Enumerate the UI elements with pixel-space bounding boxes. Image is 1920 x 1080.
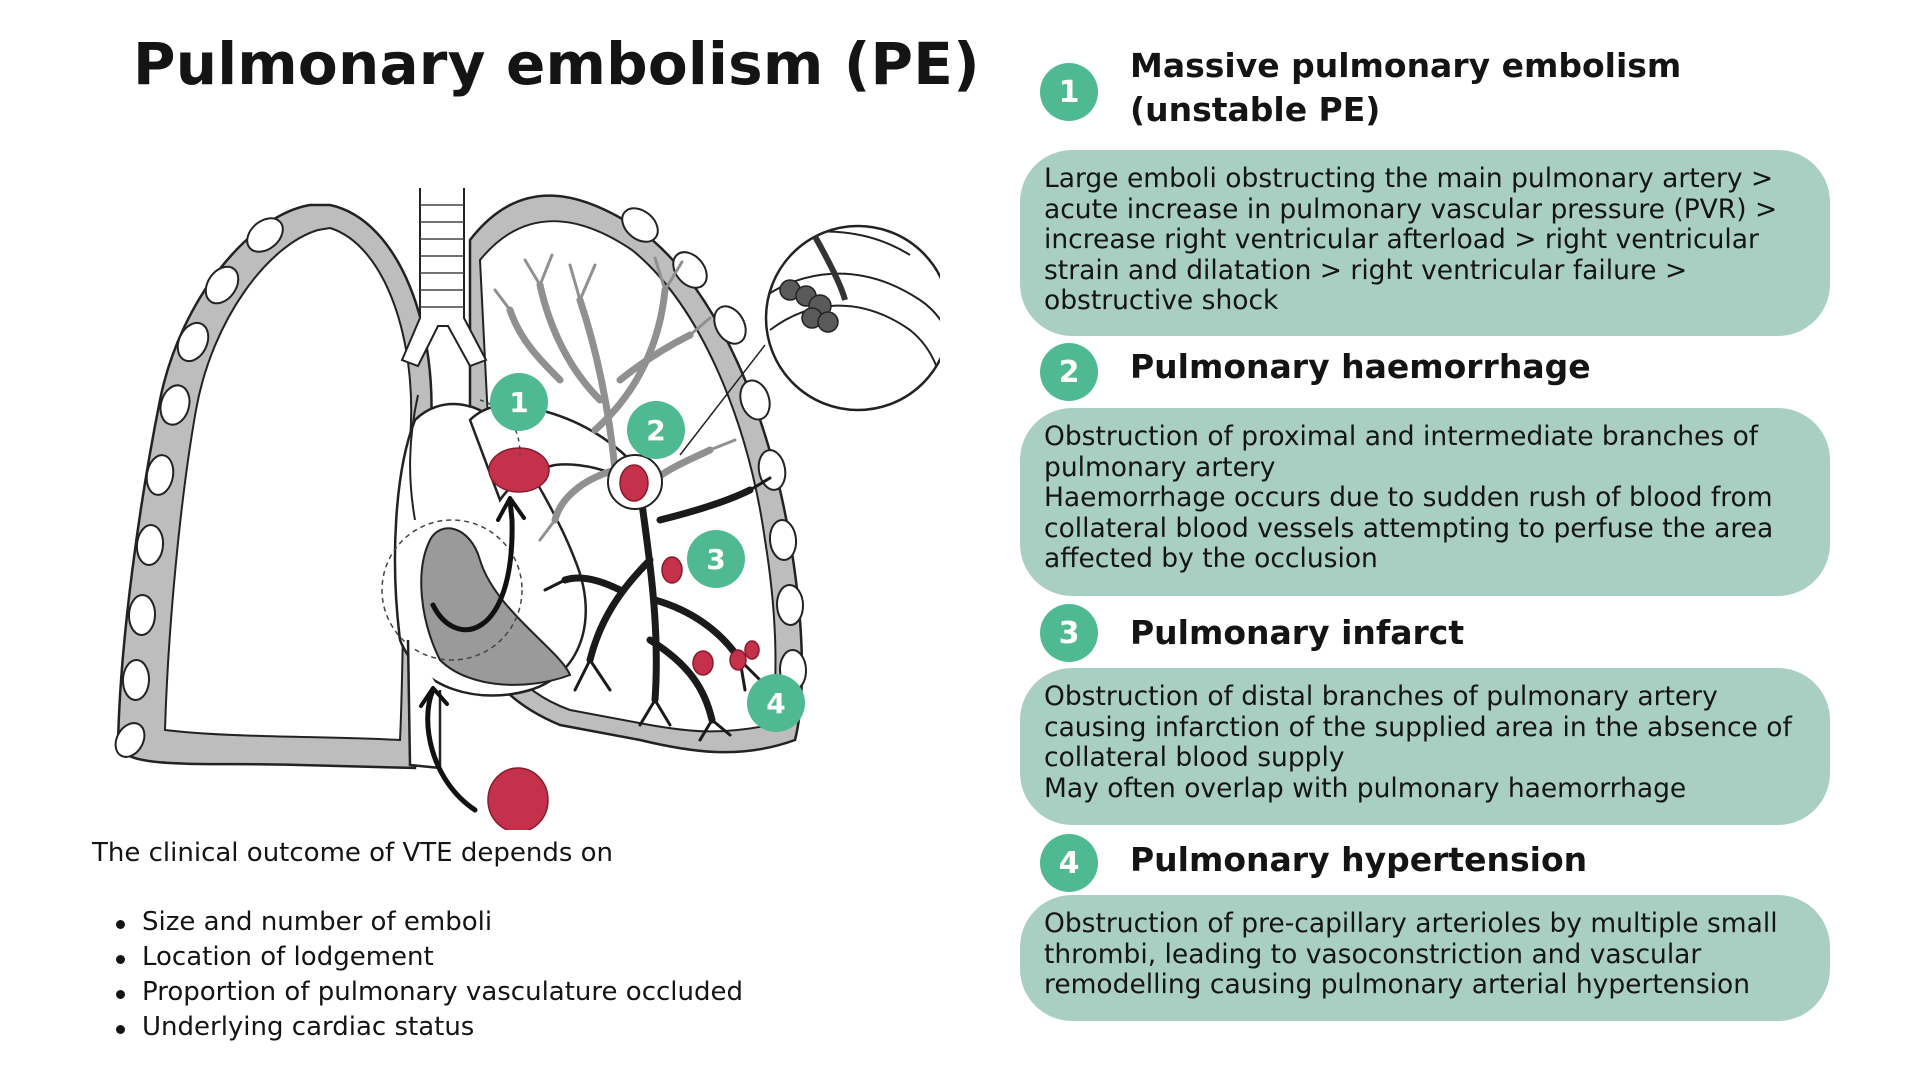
outcome-badge-4: 4	[1040, 834, 1098, 892]
outcome-card-4: Obstruction of pre-capillary arterioles …	[1020, 895, 1830, 1021]
card-line: increase right ventricular afterload > r…	[1044, 224, 1759, 255]
card-line: May often overlap with pulmonary haemorr…	[1044, 772, 1687, 804]
marker-1: 1	[490, 373, 548, 431]
embolus-proximal	[619, 464, 649, 502]
card-line: remodelling causing pulmonary arterial h…	[1044, 969, 1751, 1000]
arrow-to-pulmonary-artery	[430, 497, 515, 633]
marker-2: 2	[627, 401, 685, 459]
factor-item: Underlying cardiac status	[116, 1010, 743, 1045]
card-line: Obstruction of proximal and intermediate…	[1044, 421, 1759, 452]
card-line: acute increase in pulmonary vascular pre…	[1044, 193, 1778, 225]
outcome-heading-3: Pulmonary infarct	[1130, 611, 1464, 655]
factor-list: Size and number of emboli Location of lo…	[92, 905, 743, 1045]
marker-4: 4	[747, 674, 805, 732]
embolus-large	[488, 447, 550, 493]
svg-text:1: 1	[509, 386, 528, 419]
card-line: collateral blood vessels attempting to p…	[1044, 512, 1774, 544]
card-line: strain and dilatation > right ventricula…	[1044, 254, 1688, 286]
svg-text:4: 4	[766, 687, 785, 720]
card-line: Obstruction of distal branches of pulmon…	[1044, 681, 1718, 712]
outcome-heading-line: Pulmonary infarct	[1130, 613, 1465, 652]
svg-text:3: 3	[706, 543, 725, 576]
outcome-heading-1: Massive pulmonary embolism (unstable PE)	[1130, 44, 1681, 132]
marker-3: 3	[687, 530, 745, 588]
intro-text: The clinical outcome of VTE depends on	[92, 838, 614, 868]
card-line: obstructive shock	[1044, 285, 1279, 316]
vessel-tree-distal-fine	[543, 476, 772, 742]
outcome-badge-2: 2	[1040, 343, 1098, 401]
card-line: Obstruction of pre-capillary arterioles …	[1044, 908, 1778, 939]
outcome-heading-line: Pulmonary haemorrhage	[1130, 347, 1591, 386]
factor-item: Proportion of pulmonary vasculature occl…	[116, 975, 743, 1010]
trachea	[400, 188, 488, 368]
outcome-card-2: Obstruction of proximal and intermediate…	[1020, 408, 1830, 596]
embolus-distal	[661, 556, 683, 584]
outcome-card-1: Large emboli obstructing the main pulmon…	[1020, 150, 1830, 336]
svg-text:2: 2	[646, 414, 665, 447]
card-line: causing infarction of the supplied area …	[1044, 711, 1792, 743]
outcome-heading-line: Massive pulmonary embolism	[1130, 46, 1682, 85]
card-line: thrombi, leading to vasoconstriction and…	[1044, 938, 1702, 970]
outcome-heading-line: (unstable PE)	[1130, 90, 1381, 129]
lung-illustration: 1 2 3 4	[114, 188, 940, 830]
flow-arrows	[419, 496, 526, 813]
card-line: Haemorrhage occurs due to sudden rush of…	[1044, 482, 1773, 513]
illustration-markers: 1 2 3 4	[490, 373, 805, 732]
rib-ovals	[114, 207, 808, 758]
vessel-tree-fine	[493, 253, 737, 542]
card-line: affected by the occlusion	[1044, 543, 1378, 574]
vessel-tree-distal	[561, 486, 754, 724]
factor-item: Location of lodgement	[116, 940, 743, 975]
outcome-card-3: Obstruction of distal branches of pulmon…	[1020, 668, 1830, 825]
embolus-migrating	[487, 767, 549, 830]
card-line: collateral blood supply	[1044, 742, 1345, 773]
magnifier	[764, 224, 940, 412]
arrow-into-heart	[425, 687, 478, 813]
outcome-heading-line: Pulmonary hypertension	[1130, 840, 1588, 879]
vessel-tree-proximal	[506, 281, 714, 524]
emboli	[487, 447, 760, 830]
outcome-badge-3: 3	[1040, 604, 1098, 662]
outcome-heading-4: Pulmonary hypertension	[1130, 838, 1587, 882]
outcome-badge-1: 1	[1040, 63, 1098, 121]
page-title: Pulmonary embolism (PE)	[133, 30, 980, 98]
card-line: Large emboli obstructing the main pulmon…	[1044, 163, 1774, 194]
card-line: pulmonary artery	[1044, 451, 1276, 483]
outcome-heading-2: Pulmonary haemorrhage	[1130, 345, 1591, 389]
factor-item: Size and number of emboli	[116, 905, 743, 940]
